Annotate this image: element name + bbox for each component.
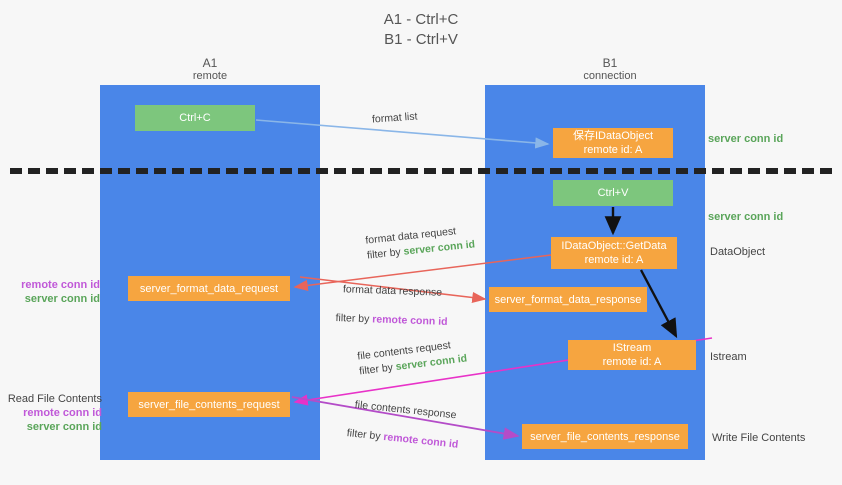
box-ctrl-v[interactable]: Ctrl+V <box>553 180 673 206</box>
filter-prefix: filter by <box>346 427 385 443</box>
column-a1-name: A1 <box>202 56 218 70</box>
box-ctrl-c-label: Ctrl+C <box>179 112 211 124</box>
box-save-idataobject[interactable]: 保存IDataObject remote id: A <box>553 128 673 158</box>
box-save-idataobject-subtitle: remote id: A <box>583 144 643 156</box>
phase-divider <box>10 168 832 174</box>
label-server-conn-id-top: server conn id <box>708 133 784 145</box>
caption-format-data-response: format data response filter by remote co… <box>335 282 448 330</box>
column-header-b1: B1 connection <box>520 57 700 83</box>
caption-file-contents-response: file contents response filter by remote … <box>346 397 462 452</box>
title-line-1: A1 - Ctrl+C <box>383 11 459 28</box>
filter-value-remote-conn-id: remote conn id <box>382 430 459 451</box>
label-group-read-file-contents: Read File Contents remote conn id server… <box>6 392 102 434</box>
filter-prefix: filter by <box>358 361 397 378</box>
box-server-file-contents-response[interactable]: server_file_contents_response <box>522 424 688 449</box>
column-b1-name: B1 <box>602 56 618 70</box>
box-idataobject-getdata-label: IDataObject::GetData <box>561 240 667 252</box>
page-title: A1 - Ctrl+C B1 - Ctrl+V <box>0 10 842 50</box>
filter-prefix: filter by <box>335 312 373 326</box>
box-server-format-data-response[interactable]: server_format_data_response <box>489 287 647 312</box>
box-idataobject-getdata[interactable]: IDataObject::GetData remote id: A <box>551 237 677 269</box>
label-dataobject: DataObject <box>710 246 766 258</box>
label-read-file-contents: Read File Contents <box>7 393 102 405</box>
label-server-conn-id-left-2: server conn id <box>26 421 102 433</box>
caption-file-contents-request: file contents request filter by server c… <box>357 336 468 379</box>
box-ctrl-v-label: Ctrl+V <box>597 187 629 199</box>
box-idataobject-getdata-subtitle: remote id: A <box>584 254 644 266</box>
column-a1-role: remote <box>192 70 228 82</box>
box-istream-subtitle: remote id: A <box>602 356 662 368</box>
box-istream[interactable]: IStream remote id: A <box>568 340 696 370</box>
box-server-format-data-response-label: server_format_data_response <box>494 293 642 306</box>
caption-file-contents-response-line1: file contents response <box>354 398 458 422</box>
label-remote-conn-id-2: remote conn id <box>23 407 102 419</box>
box-server-file-contents-request-label: server_file_contents_request <box>138 398 280 411</box>
filter-value-remote-conn-id: remote conn id <box>372 313 448 328</box>
box-save-idataobject-label: 保存IDataObject <box>572 130 654 142</box>
box-ctrl-c[interactable]: Ctrl+C <box>135 105 255 131</box>
caption-format-data-response-filter: filter by remote conn id <box>335 311 447 330</box>
caption-format-data-request: format data request filter by server con… <box>365 222 476 263</box>
title-line-2: B1 - Ctrl+V <box>384 31 458 48</box>
box-server-format-data-request[interactable]: server_format_data_request <box>128 276 290 301</box>
column-header-a1: A1 remote <box>120 57 300 83</box>
caption-format-list: format list <box>372 109 418 127</box>
label-server-conn-id-second: server conn id <box>708 211 784 223</box>
caption-file-contents-response-filter: filter by remote conn id <box>346 426 459 453</box>
caption-format-list-line1: format list <box>371 110 418 126</box>
box-server-file-contents-request[interactable]: server_file_contents_request <box>128 392 290 417</box>
column-b1-role: connection <box>583 70 637 82</box>
label-write-file-contents: Write File Contents <box>712 432 806 444</box>
label-group-format-conn-ids: remote conn id server conn id <box>8 278 100 306</box>
caption-format-data-response-line1: format data response <box>342 283 443 299</box>
filter-prefix: filter by <box>366 245 405 262</box>
box-server-file-contents-response-label: server_file_contents_response <box>530 430 680 443</box>
label-istream: Istream <box>710 351 747 363</box>
label-server-conn-id-left-1: server conn id <box>24 293 100 305</box>
label-remote-conn-id-1: remote conn id <box>21 279 100 291</box>
box-server-format-data-request-label: server_format_data_request <box>139 282 279 295</box>
box-istream-label: IStream <box>612 342 652 354</box>
